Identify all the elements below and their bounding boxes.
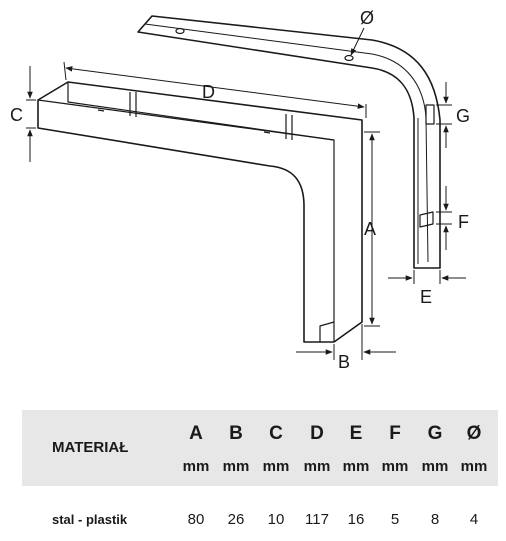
column-unit: mm bbox=[381, 458, 409, 475]
column-letter: Ø bbox=[466, 423, 482, 444]
bracket-side-view bbox=[137, 15, 441, 269]
table-cell-value: 5 bbox=[390, 511, 400, 528]
label-g: G bbox=[456, 106, 470, 126]
table-cell-value: 4 bbox=[469, 511, 479, 528]
column-letter: B bbox=[229, 423, 243, 444]
column-unit: mm bbox=[262, 458, 290, 475]
column-unit: mm bbox=[222, 458, 250, 475]
column-unit: mm bbox=[421, 458, 449, 475]
table-cell-value: 10 bbox=[267, 511, 285, 528]
label-a: A bbox=[364, 219, 376, 239]
label-f: F bbox=[458, 212, 469, 232]
column-letter: E bbox=[349, 423, 363, 444]
column-unit: mm bbox=[460, 458, 488, 475]
label-d: D bbox=[202, 82, 215, 102]
table-cell-value: 117 bbox=[305, 511, 329, 528]
table-cell-value: 16 bbox=[347, 511, 365, 528]
column-unit: mm bbox=[182, 458, 210, 475]
label-e: E bbox=[420, 287, 432, 307]
dimension-lines bbox=[26, 27, 466, 360]
row-material-label: stal - plastik bbox=[52, 512, 128, 527]
column-unit: mm bbox=[303, 458, 331, 475]
column-letter: A bbox=[189, 423, 203, 444]
material-header: MATERIAŁ bbox=[52, 439, 129, 456]
table-cell-value: 80 bbox=[187, 511, 205, 528]
bracket-technical-drawing: Ø D C A B E G F bbox=[10, 8, 470, 372]
column-letter: G bbox=[427, 423, 443, 444]
column-unit: mm bbox=[342, 458, 370, 475]
spec-table-header: MATERIAŁ bbox=[22, 410, 498, 486]
table-cell-value: 8 bbox=[430, 511, 440, 528]
column-letter: D bbox=[310, 423, 324, 444]
label-b: B bbox=[338, 352, 350, 372]
table-cell-value: 26 bbox=[227, 511, 245, 528]
label-c: C bbox=[10, 105, 23, 125]
bracket-front-view bbox=[37, 81, 363, 343]
column-letter: F bbox=[389, 423, 401, 444]
column-letter: C bbox=[269, 423, 283, 444]
label-diameter: Ø bbox=[360, 8, 374, 28]
